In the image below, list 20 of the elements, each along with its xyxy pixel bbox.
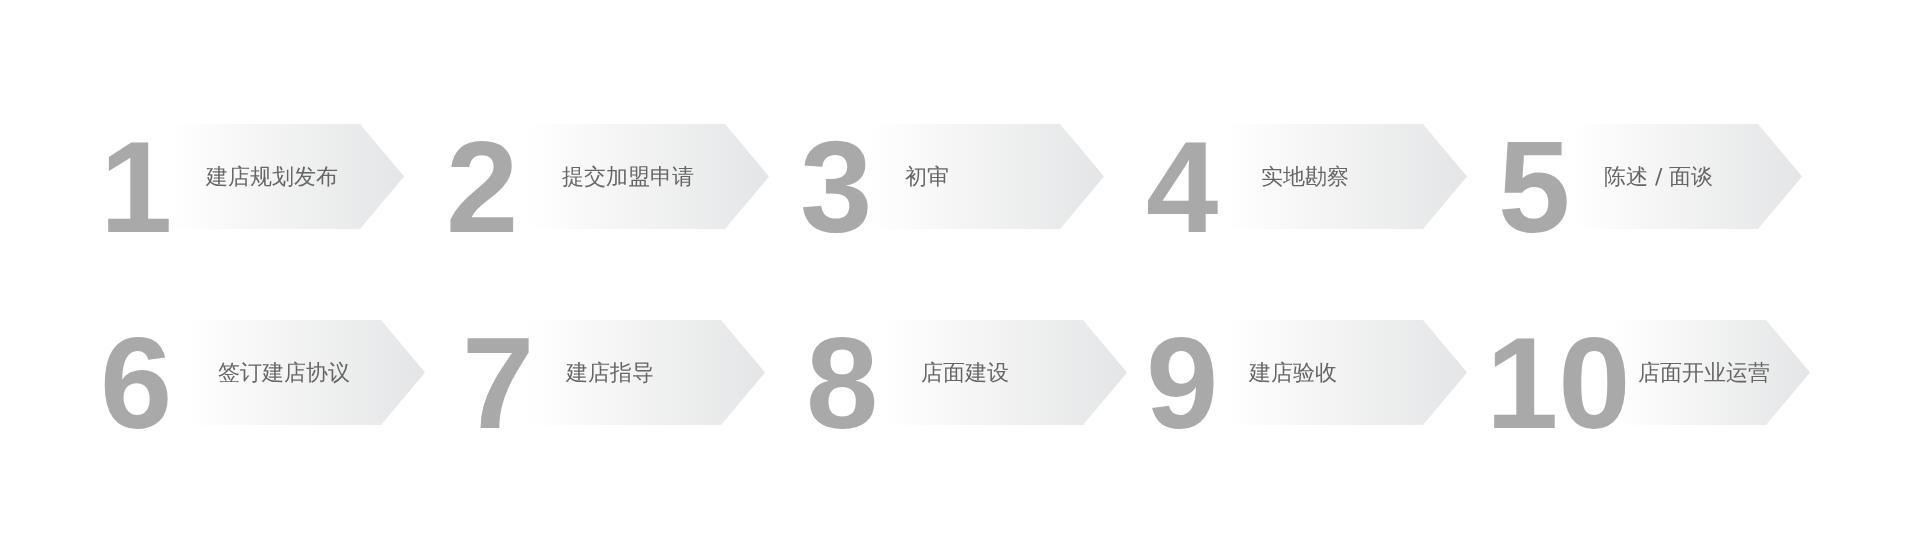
step-number: 3	[800, 122, 874, 252]
step-label: 建店验收	[1249, 358, 1337, 387]
step-label: 初审	[905, 162, 949, 191]
step-number: 9	[1146, 318, 1220, 448]
step-number: 6	[100, 318, 174, 448]
step-label: 店面建设	[921, 358, 1009, 387]
step-label: 实地勘察	[1261, 162, 1349, 191]
step-number: 1	[100, 122, 174, 252]
step-number: 7	[462, 318, 536, 448]
step-label: 建店规划发布	[206, 162, 338, 191]
step-label: 签订建店协议	[218, 358, 350, 387]
step-number: 8	[806, 318, 880, 448]
step-number: 10	[1486, 318, 1632, 448]
step-label: 建店指导	[566, 358, 654, 387]
step-number: 5	[1498, 122, 1572, 252]
step-number: 4	[1146, 122, 1220, 252]
step-label: 陈述 / 面谈	[1604, 162, 1714, 191]
step-number: 2	[446, 122, 520, 252]
step-label: 店面开业运营	[1638, 358, 1770, 387]
step-label: 提交加盟申请	[562, 162, 694, 191]
